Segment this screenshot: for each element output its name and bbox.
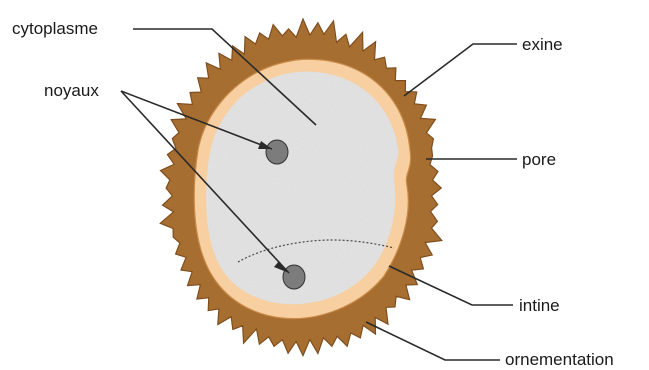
leader-ornementation — [366, 322, 500, 360]
label-ornementation: ornementation — [505, 350, 614, 369]
label-cytoplasme: cytoplasme — [12, 19, 98, 38]
nucleus-upper — [266, 140, 288, 164]
label-exine: exine — [522, 35, 563, 54]
nucleus-lower — [283, 265, 305, 289]
leader-exine — [404, 44, 517, 96]
label-noyaux: noyaux — [44, 81, 99, 100]
label-intine: intine — [519, 296, 560, 315]
label-pore: pore — [522, 150, 556, 169]
